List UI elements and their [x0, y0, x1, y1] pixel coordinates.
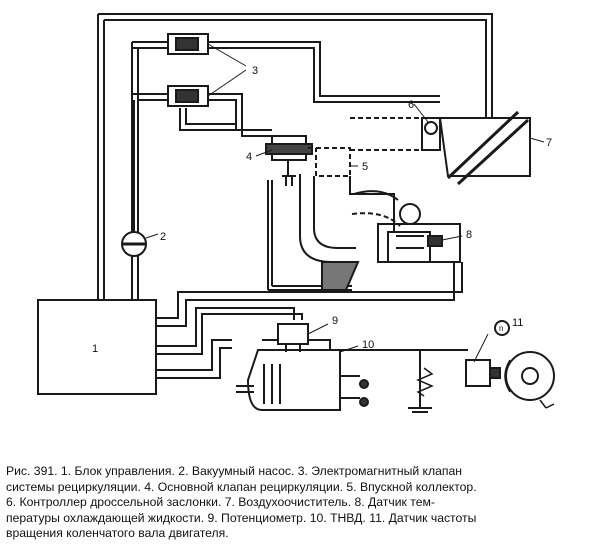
label-1: 1: [92, 343, 98, 355]
injection-pump: [236, 339, 369, 411]
caption-line-1: Рис. 391. 1. Блок управления. 2. Вакуумн…: [6, 464, 463, 478]
vacuum-pump: [121, 100, 147, 257]
label-4: 4: [246, 151, 252, 163]
caption-line-4: пературы охлаждающей жидкости. 9. Потенц…: [6, 510, 477, 525]
caption-line-3: 6. Контроллер дроссельной заслонки. 7. В…: [6, 495, 435, 510]
air-cleaner: [438, 110, 531, 186]
egr-main-valve: [265, 135, 313, 186]
tach-symbol: n: [499, 324, 503, 333]
label-2: 2: [160, 231, 166, 243]
vacuum-hoses: [97, 13, 493, 300]
egr-system-diagram: 1 2 3 4 5 6 7 8 9 10 11 n: [37, 13, 555, 413]
label-7: 7: [546, 137, 552, 149]
egr-solenoid-valve-upper: [167, 33, 209, 55]
label-9: 9: [332, 315, 338, 327]
intake-manifold: [267, 117, 426, 291]
egr-solenoid-valve-lower: [167, 85, 209, 107]
figure-caption: Рис. 391. 1. Блок управления. 2. Вакуумн…: [6, 464, 594, 542]
potentiometer: [277, 323, 309, 352]
caption-line-5: вращения коленчатого вала двигателя.: [6, 526, 229, 541]
control-unit-box: [37, 299, 157, 395]
label-10: 10: [362, 339, 374, 351]
label-11: 11: [512, 317, 523, 329]
coolant-temp-sensor: [427, 235, 443, 247]
caption-line-2: системы рециркуляции. 4. Основной клапан…: [6, 479, 477, 494]
control-wires: [156, 262, 468, 413]
throttle-controller: [421, 117, 441, 151]
label-6: 6: [408, 99, 414, 111]
leader-lines: [145, 43, 545, 353]
label-5: 5: [362, 161, 368, 173]
crankshaft-speed-sensor: [416, 320, 555, 409]
label-8: 8: [466, 229, 472, 241]
engine-block: [377, 203, 461, 263]
label-3: 3: [252, 65, 258, 77]
